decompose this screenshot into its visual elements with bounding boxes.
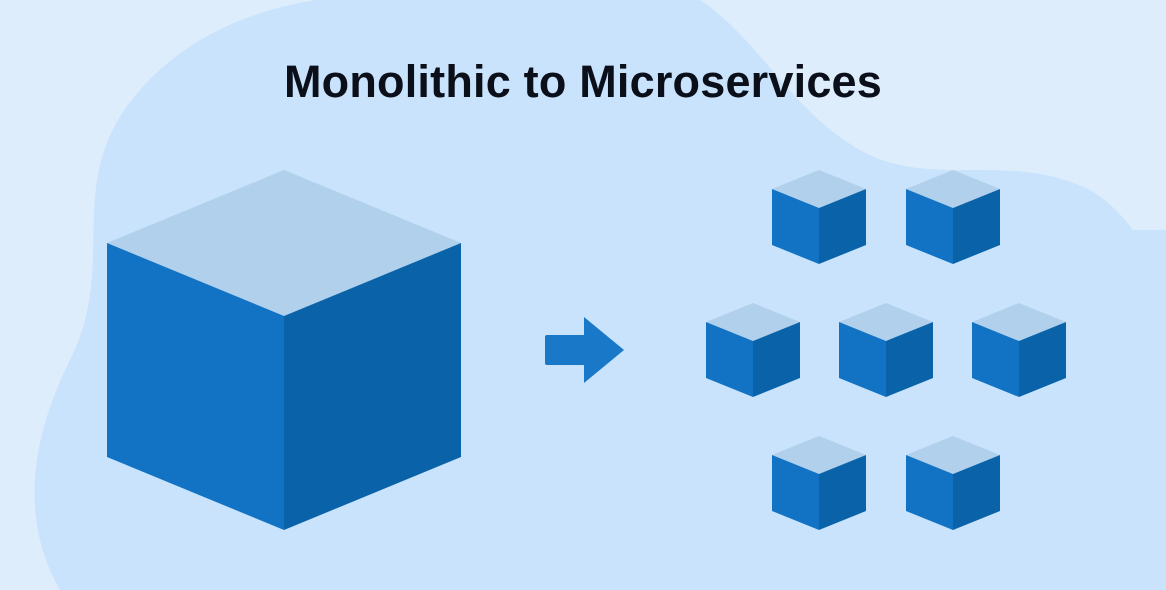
monolith-cube-shape <box>107 170 461 530</box>
microservice-cube <box>906 170 1000 264</box>
cube-right-face <box>819 189 866 264</box>
cube-left-face <box>107 243 284 530</box>
cube-right-face <box>1019 322 1066 397</box>
cube-right-face <box>819 455 866 530</box>
cube-right-face <box>953 455 1000 530</box>
right-arrow-icon <box>545 317 624 383</box>
background-blob-secondary <box>940 230 1166 590</box>
page-title: Monolithic to Microservices <box>283 56 883 107</box>
cube-left-face <box>772 455 819 530</box>
cube-right-face <box>284 243 461 530</box>
cube-left-face <box>906 455 953 530</box>
cube-left-face <box>972 322 1019 397</box>
monolith-cube <box>107 170 461 530</box>
microservice-cube <box>839 303 933 397</box>
cube-right-face <box>953 189 1000 264</box>
microservice-cube <box>706 303 800 397</box>
cube-left-face <box>706 322 753 397</box>
microservice-cube <box>772 436 866 530</box>
cube-left-face <box>906 189 953 264</box>
cube-left-face <box>839 322 886 397</box>
microservice-cubes <box>706 170 1066 530</box>
microservice-cube <box>772 170 866 264</box>
cube-right-face <box>886 322 933 397</box>
cube-left-face <box>772 189 819 264</box>
cube-right-face <box>753 322 800 397</box>
microservice-cube <box>906 436 1000 530</box>
microservice-cube <box>972 303 1066 397</box>
